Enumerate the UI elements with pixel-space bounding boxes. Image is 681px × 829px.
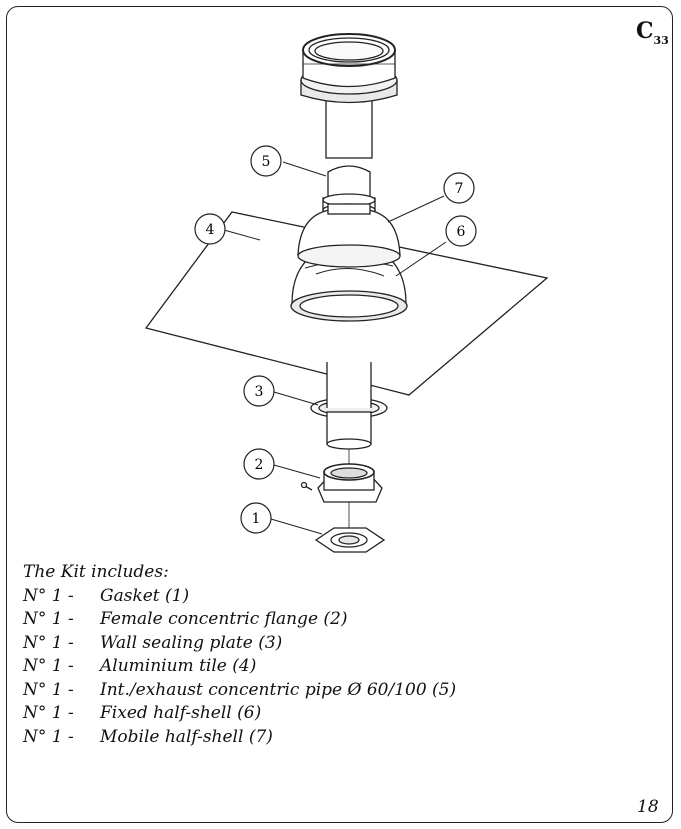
kit-item: N° 1 -Female concentric flange (2) (23, 609, 348, 629)
callout-2: 2 (243, 448, 275, 480)
terminal-cap (300, 33, 398, 159)
kit-item: N° 1 -Wall sealing plate (3) (23, 632, 283, 653)
female-concentric-flange (300, 463, 383, 528)
svg-text:2: 2 (255, 457, 264, 473)
page-frame (6, 6, 673, 823)
kit-item: N° 1 -Mobile half-shell (7) (23, 726, 273, 747)
callout-1: 1 (240, 502, 272, 534)
page-number: 18 (637, 797, 659, 817)
gasket (314, 527, 386, 553)
leader-lines (223, 161, 447, 535)
callout-6: 6 (445, 215, 477, 247)
callout-7: 7 (443, 172, 475, 204)
kit-item: N° 1 -Fixed half-shell (6) (23, 703, 262, 723)
wall-sealing-plate (310, 362, 388, 470)
svg-text:5: 5 (262, 154, 271, 170)
callout-5: 5 (250, 145, 282, 177)
kit-contents: The Kit includes: N° 1 -Gasket (1) N° 1 … (23, 561, 456, 749)
svg-text:4: 4 (206, 222, 215, 238)
callouts: 5 7 4 6 3 2 1 (194, 145, 477, 534)
svg-text:7: 7 (455, 181, 464, 197)
kit-heading: The Kit includes: (23, 562, 169, 582)
figure-code: C33 (636, 18, 669, 47)
kit-item: N° 1 -Gasket (1) (23, 585, 190, 606)
callout-3: 3 (243, 375, 275, 407)
svg-text:6: 6 (457, 224, 466, 240)
mobile-half-shell (297, 203, 401, 277)
svg-text:3: 3 (255, 384, 264, 400)
kit-item: N° 1 -Aluminium tile (4) (23, 656, 257, 676)
svg-text:1: 1 (252, 511, 261, 527)
kit-item: N° 1 -Int./exhaust concentric pipe Ø 60/… (23, 679, 457, 700)
callout-4: 4 (194, 213, 226, 245)
